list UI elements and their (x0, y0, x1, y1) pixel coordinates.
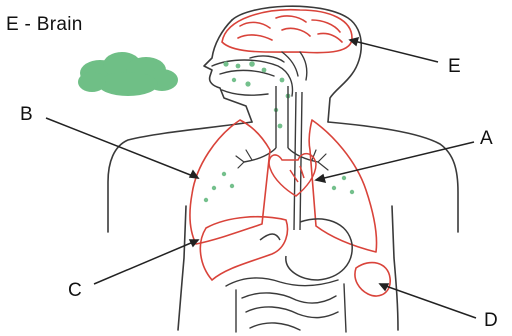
label-e: E (448, 56, 461, 78)
intestines (226, 278, 346, 332)
label-c: C (68, 280, 82, 302)
arrow-b (46, 118, 198, 178)
liver (200, 217, 287, 280)
green-cloud (78, 52, 178, 96)
arrow-c-head (190, 240, 198, 246)
brain (222, 10, 352, 53)
stomach (260, 219, 352, 280)
arrow-a-head (316, 175, 325, 182)
arrow-d (380, 284, 476, 318)
arrow-a (316, 142, 474, 180)
label-a: A (480, 128, 493, 150)
label-b: B (20, 104, 33, 126)
label-d: D (484, 310, 498, 332)
arrow-d-head (380, 284, 388, 290)
diagram-title: E - Brain (6, 14, 83, 36)
arrow-e (350, 40, 438, 62)
body-outline (108, 6, 458, 330)
